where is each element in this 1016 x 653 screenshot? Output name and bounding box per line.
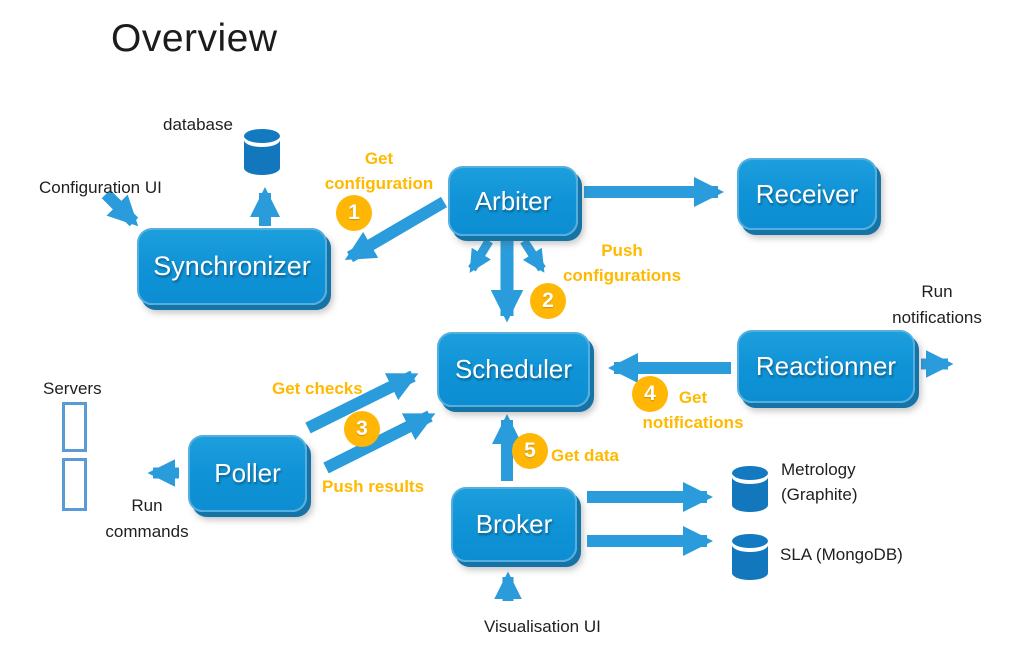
node-arbiter: Arbiter (448, 166, 578, 236)
node-reactionner: Reactionner (737, 330, 915, 403)
page-title: Overview (111, 17, 278, 60)
arrow-configui-to-synchronizer (101, 189, 139, 227)
label-get-data: Get data (551, 446, 620, 465)
arrow-poller-push-results (323, 410, 436, 474)
label-push-results: Push results (322, 477, 425, 496)
label-get-notifications: Get notifications (642, 388, 744, 432)
node-poller: Poller (188, 435, 307, 512)
server-icon (62, 458, 87, 511)
node-receiver: Receiver (737, 158, 877, 230)
node-broker: Broker (451, 487, 577, 562)
node-synchronizer-label: Synchronizer (153, 251, 311, 281)
label-sla: SLA (MongoDB) (780, 545, 903, 564)
step-circle-4: 4 (632, 376, 668, 412)
database-cylinder-icon (244, 129, 280, 175)
label-push-configurations: Push configurations (562, 241, 682, 285)
step-circle-5: 5 (512, 433, 548, 469)
label-get-configuration: Get configuration (324, 149, 434, 193)
label-run-notifications: Run notifications (892, 282, 982, 327)
arrow-arbiter-fan-right (520, 238, 546, 273)
step-circle-1: 1 (336, 195, 372, 231)
label-visualisation-ui: Visualisation UI (484, 617, 601, 636)
metrology-cylinder-icon (732, 466, 768, 512)
node-synchronizer: Synchronizer (137, 228, 327, 305)
label-configuration-ui: Configuration UI (39, 178, 162, 197)
step-circle-2: 2 (530, 283, 566, 319)
arrow-poller-get-checks (305, 370, 419, 434)
arrow-arbiter-fan-left (468, 238, 493, 273)
node-receiver-label: Receiver (755, 178, 859, 209)
label-servers: Servers (43, 379, 102, 398)
step-circle-3: 3 (344, 411, 380, 447)
node-broker-label: Broker (475, 509, 553, 539)
sla-cylinder-icon (732, 534, 768, 580)
node-scheduler-label: Scheduler (454, 354, 573, 384)
node-scheduler: Scheduler (437, 332, 590, 407)
node-arbiter-label: Arbiter (474, 185, 552, 216)
label-metrology: Metrology (Graphite) (781, 460, 858, 504)
node-poller-label: Poller (214, 458, 281, 488)
arrow-arbiter-to-synchronizer (344, 196, 448, 263)
label-get-checks: Get checks (272, 379, 363, 398)
label-database: database (163, 115, 233, 134)
node-reactionner-label: Reactionner (755, 351, 897, 381)
label-run-commands: Run commands (105, 496, 189, 541)
server-icon (62, 402, 87, 452)
